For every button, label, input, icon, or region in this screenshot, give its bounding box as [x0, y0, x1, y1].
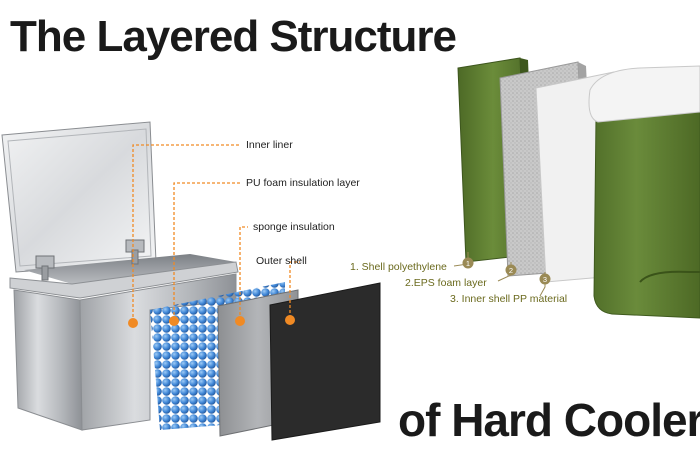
- marker-1: [462, 257, 474, 269]
- label-pp-inner-shell: 3. Inner shell PP material: [450, 293, 568, 305]
- label-inner-liner: Inner liner: [246, 139, 293, 151]
- callout-dots: [128, 315, 295, 328]
- label-eps-foam: 2.EPS foam layer: [405, 277, 487, 289]
- green-cooler-body: [593, 107, 700, 319]
- callout-line-sponge: [239, 226, 248, 320]
- marker-2: [505, 264, 517, 276]
- callout-line-inner-liner: [132, 144, 240, 322]
- callout-dot-outer-shell: [285, 315, 295, 325]
- hinge-left: [35, 255, 55, 281]
- callout-dot-sponge: [235, 316, 245, 326]
- callout-line-pu-foam: [173, 182, 240, 320]
- marker-2-label: 2: [509, 266, 513, 275]
- stainless-cooler: [1, 121, 239, 431]
- marker-3-label: 3: [543, 275, 547, 284]
- label-sponge-insulation: sponge insulation: [253, 221, 335, 233]
- outer-shell-panel: [269, 282, 381, 441]
- hard-cooler-layers: [457, 57, 700, 319]
- marker-3: [539, 273, 551, 285]
- hinge-right: [125, 239, 145, 265]
- label-pu-foam: PU foam insulation layer: [246, 177, 360, 189]
- cooler-front-face: [13, 289, 83, 431]
- green-cooler-lid: [588, 65, 700, 123]
- callout-dot-pu-foam: [169, 316, 179, 326]
- page-title: The Layered Structure: [10, 12, 457, 61]
- cooler-rim: [9, 261, 239, 299]
- cooler-inner-cavity: [24, 254, 236, 284]
- callout-lines: [132, 144, 300, 322]
- page-subtitle: of Hard Cooler: [398, 394, 700, 446]
- label-outer-shell: Outer shell: [256, 255, 307, 267]
- marker-1-label: 1: [466, 259, 470, 268]
- right-callout-markers: 1 2 3: [462, 257, 551, 285]
- callout-dot-inner-liner: [128, 318, 138, 328]
- callout-line-outer-shell: [289, 261, 300, 318]
- label-shell-polyethylene: 1. Shell polyethylene: [350, 261, 447, 273]
